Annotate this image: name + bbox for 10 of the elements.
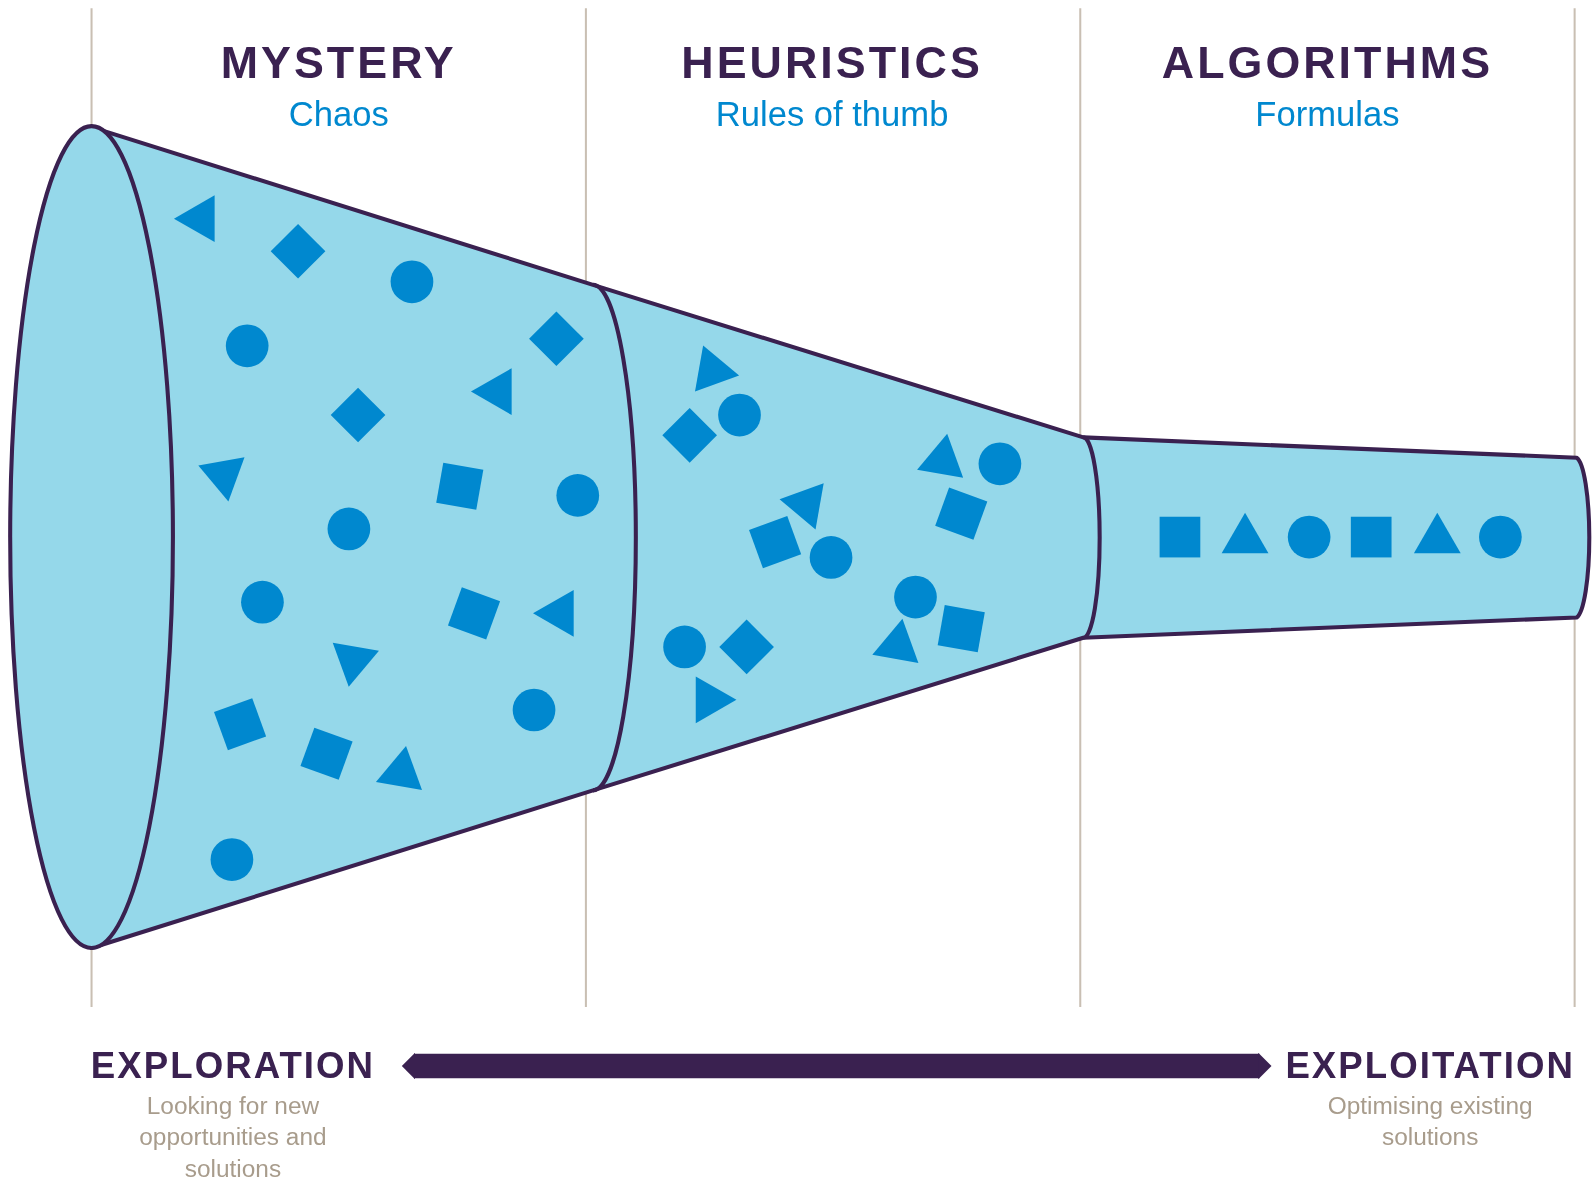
- section-subheading: Formulas: [1254, 93, 1401, 135]
- section-heading: MYSTERY: [219, 37, 458, 89]
- section-heading: HEURISTICS: [680, 37, 984, 89]
- section-heading: ALGORITHMS: [1160, 37, 1495, 89]
- heading-text: EXPLORATION: [89, 1044, 376, 1088]
- section-subheading: Rules of thumb: [714, 93, 950, 135]
- description-text: Optimising existing solutions: [1326, 1090, 1534, 1153]
- description-text: Looking for new opportunities and solutions: [138, 1090, 328, 1184]
- section-subheading: Chaos: [287, 93, 390, 135]
- heading-text: EXPLOITATION: [1284, 1044, 1576, 1088]
